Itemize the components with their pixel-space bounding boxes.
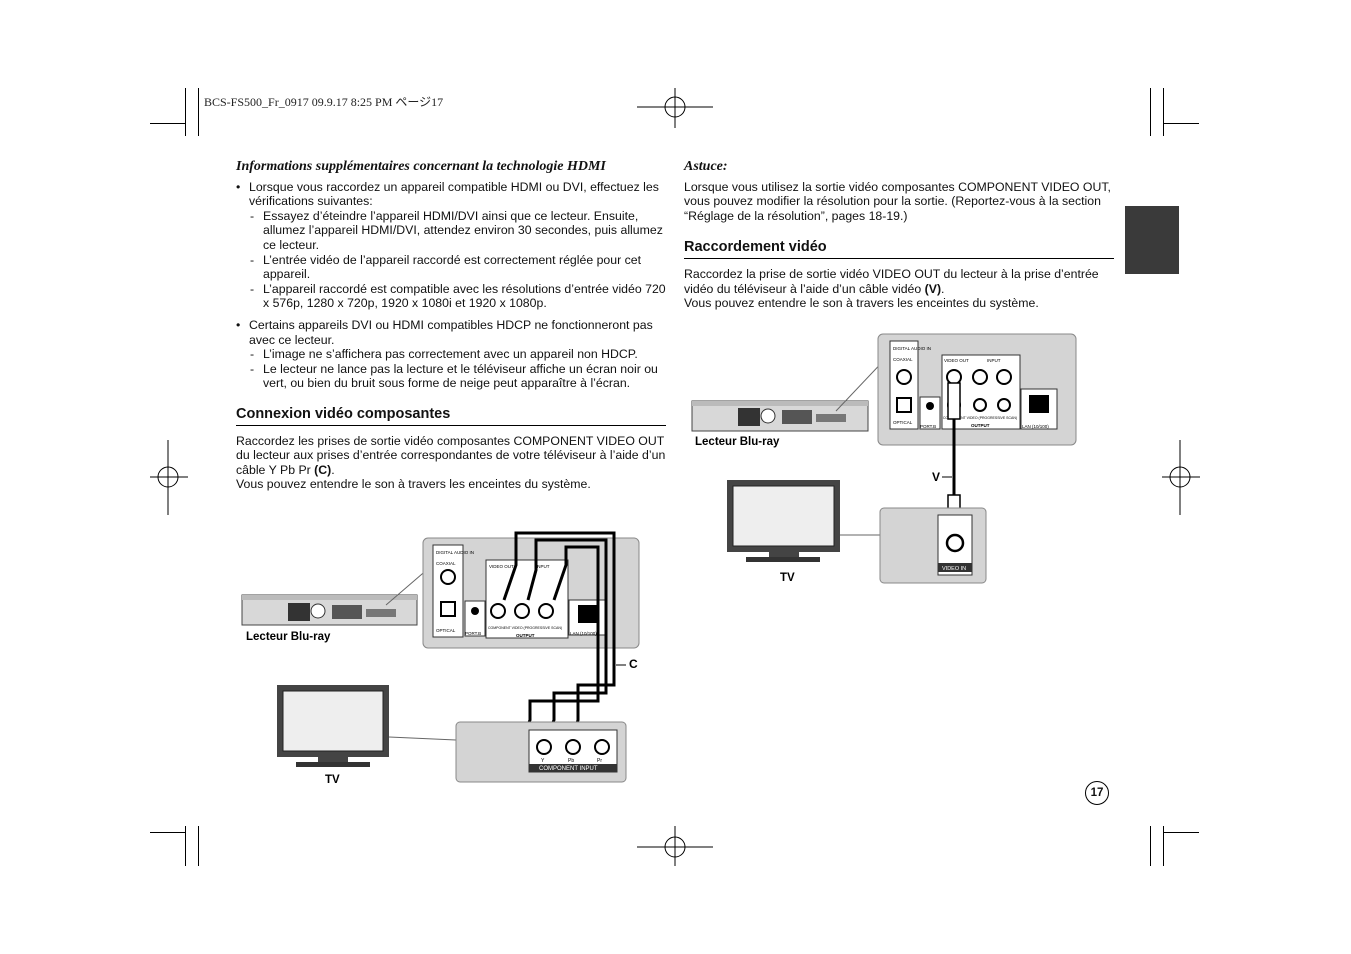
chapter-tab <box>1125 206 1179 274</box>
left-column: Informations supplémentaires concernant … <box>236 159 666 492</box>
svg-text:INPUT: INPUT <box>987 358 1001 363</box>
player-back-panel: DIGITAL AUDIO IN COAXIAL OPTICAL PORT.B … <box>877 333 1077 446</box>
cable-label-v: V <box>932 470 940 484</box>
component-connection-diagram: Lecteur Blu-ray DIGITAL AUDIO IN COAXIAL… <box>241 531 640 786</box>
list-item: Le lecteur ne lance pas la lecture et le… <box>249 362 666 391</box>
video-connection-diagram: Lecteur Blu-ray DIGITAL AUDIO IN COAXIAL… <box>691 333 1077 584</box>
svg-text:COMPONENT INPUT: COMPONENT INPUT <box>539 766 598 772</box>
svg-text:COMPONENT VIDEO (PROGRESSIVE S: COMPONENT VIDEO (PROGRESSIVE SCAN) <box>943 416 1017 420</box>
svg-text:OPTICAL: OPTICAL <box>893 420 913 425</box>
svg-text:COMPONENT VIDEO (PROGRESSIVE S: COMPONENT VIDEO (PROGRESSIVE SCAN) <box>488 626 562 630</box>
hdmi-heading: Informations supplémentaires concernant … <box>236 159 606 174</box>
svg-text:Pb: Pb <box>568 758 574 764</box>
svg-text:INPUT: INPUT <box>536 564 550 569</box>
svg-text:PORT.B: PORT.B <box>465 631 481 636</box>
list-item: Lorsque vous raccordez un appareil compa… <box>236 180 666 311</box>
tip-paragraph: Lorsque vous utilisez la sortie vidéo co… <box>684 179 1111 223</box>
blu-ray-player-icon <box>241 594 418 626</box>
svg-text:COAXIAL: COAXIAL <box>893 357 913 362</box>
tv-component-panel: Y Pb Pr COMPONENT INPUT <box>455 721 627 783</box>
video-heading: Raccordement vidéo <box>684 240 1114 259</box>
video-paragraph: Raccordez la prise de sortie vidéo VIDEO… <box>684 266 1099 296</box>
svg-text:DIGITAL AUDIO IN: DIGITAL AUDIO IN <box>436 550 474 555</box>
tv-video-panel: VIDEO IN <box>879 507 987 584</box>
right-column: Astuce: Lorsque vous utilisez la sortie … <box>684 159 1114 311</box>
blu-ray-player-icon <box>691 400 869 432</box>
player-label: Lecteur Blu-ray <box>246 631 331 643</box>
hdmi-bullets: Lorsque vous raccordez un appareil compa… <box>236 180 666 391</box>
svg-text:Pr: Pr <box>597 758 602 764</box>
svg-text:OPTICAL: OPTICAL <box>436 628 456 633</box>
tv-icon <box>277 685 389 767</box>
svg-text:VIDEO IN: VIDEO IN <box>942 566 966 572</box>
svg-text:VIDEO OUT: VIDEO OUT <box>944 358 969 363</box>
list-item: L’appareil raccordé est compatible avec … <box>249 282 666 311</box>
svg-text:DIGITAL AUDIO IN: DIGITAL AUDIO IN <box>893 346 931 351</box>
component-paragraph-sound: Vous pouvez entendre le son à travers le… <box>236 477 591 492</box>
component-paragraph: Raccordez les prises de sortie vidéo com… <box>236 433 666 477</box>
tip-heading: Astuce: <box>684 159 728 174</box>
svg-text:VIDEO OUT: VIDEO OUT <box>489 564 514 569</box>
svg-text:LAN (10/100): LAN (10/100) <box>1022 424 1049 429</box>
tv-icon <box>727 480 840 562</box>
svg-text:PORT.B: PORT.B <box>920 424 936 429</box>
cable-label-c: C <box>629 657 638 671</box>
svg-text:COAXIAL: COAXIAL <box>436 561 456 566</box>
tv-label: TV <box>780 572 795 584</box>
list-item: L’image ne s’affichera pas correctement … <box>249 347 666 362</box>
list-item: L’entrée vidéo de l’appareil raccordé es… <box>249 253 666 282</box>
page-number: 17 <box>1085 781 1109 805</box>
svg-text:OUTPUT: OUTPUT <box>971 423 990 428</box>
tv-label: TV <box>325 774 340 786</box>
component-heading: Connexion vidéo composantes <box>236 407 666 426</box>
svg-text:Y: Y <box>541 758 545 764</box>
list-item: Essayez d’éteindre l’appareil HDMI/DVI a… <box>249 209 666 253</box>
svg-text:LAN (10/100): LAN (10/100) <box>570 631 597 636</box>
file-info-header: BCS-FS500_Fr_0917 09.9.17 8:25 PM ページ17 <box>204 95 444 109</box>
video-paragraph-sound: Vous pouvez entendre le son à travers le… <box>684 296 1039 311</box>
list-item: Certains appareils DVI ou HDMI compatibl… <box>236 318 666 391</box>
player-label: Lecteur Blu-ray <box>695 436 780 448</box>
svg-text:OUTPUT: OUTPUT <box>516 633 535 638</box>
